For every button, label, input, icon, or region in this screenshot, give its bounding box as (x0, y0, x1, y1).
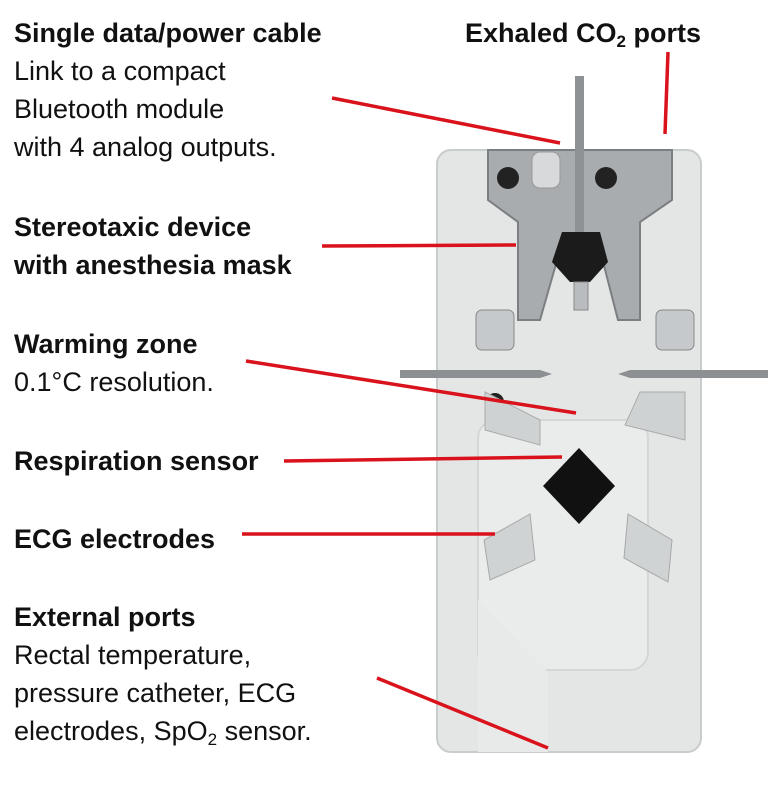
label-co2-pre: Exhaled CO (465, 18, 617, 48)
label-ecg: ECG electrodes (14, 520, 215, 558)
lower-panel (478, 600, 548, 752)
label-external: External ports Rectal temperature, press… (14, 598, 312, 750)
label-cable: Single data/power cable Link to a compac… (14, 14, 322, 166)
pointer-cable (331, 96, 561, 145)
pointer-respiration (283, 455, 563, 463)
respiration-sensor (543, 448, 615, 524)
ecg-electrode (623, 513, 673, 583)
label-respiration-title: Respiration sensor (14, 446, 259, 476)
label-external-last-sub: 2 (207, 730, 218, 749)
pointer-stereotaxic (321, 243, 517, 248)
vertical-rod (575, 76, 584, 236)
mask-tip (573, 281, 589, 311)
right-ear-tip (618, 370, 630, 378)
label-external-title: External ports (14, 602, 196, 632)
left-ear-tip (540, 370, 552, 378)
right-ear-clamp (655, 309, 695, 351)
label-cable-title: Single data/power cable (14, 18, 322, 48)
pointer-co2 (663, 51, 670, 135)
knob (497, 167, 519, 189)
ecg-electrode (484, 391, 541, 446)
label-co2-ports: Exhaled CO2 ports (465, 16, 701, 50)
label-cable-line-2: Bluetooth module (14, 94, 225, 124)
label-external-line-3: electrodes, SpO2 sensor. (14, 712, 312, 750)
anesthesia-mask (552, 232, 608, 282)
label-co2-post: ports (626, 18, 702, 48)
ecg-electrode (624, 391, 686, 441)
label-stereotaxic-line-1: Stereotaxic device (14, 212, 252, 242)
label-stereotaxic: Stereotaxic device with anesthesia mask (14, 208, 292, 284)
pointer-lines (242, 51, 670, 750)
label-co2-sub: 2 (616, 32, 627, 51)
label-stereotaxic-line-2: with anesthesia mask (14, 250, 292, 280)
label-external-line-2: pressure catheter, ECG (14, 678, 297, 708)
left-ear-clamp (475, 309, 515, 351)
label-respiration: Respiration sensor (14, 442, 259, 480)
label-warming-line: 0.1°C resolution. (14, 367, 214, 397)
pointer-external (376, 676, 549, 750)
label-ecg-title: ECG electrodes (14, 524, 216, 554)
cable-connector (531, 151, 561, 189)
knob (595, 167, 617, 189)
label-cable-line-1: Link to a compact (14, 56, 226, 86)
label-external-last-post: sensor. (217, 716, 312, 746)
pointer-warming (245, 359, 577, 415)
label-warming-title: Warming zone (14, 329, 198, 359)
right-ear-bar (630, 370, 768, 378)
label-warming: Warming zone 0.1°C resolution. (14, 325, 214, 401)
label-cable-line-3: with 4 analog outputs. (14, 132, 277, 162)
ecg-electrode (483, 513, 536, 581)
label-external-line-1: Rectal temperature, (14, 640, 252, 670)
label-external-last-pre: electrodes, SpO (14, 716, 208, 746)
left-ear-bar (400, 370, 540, 378)
